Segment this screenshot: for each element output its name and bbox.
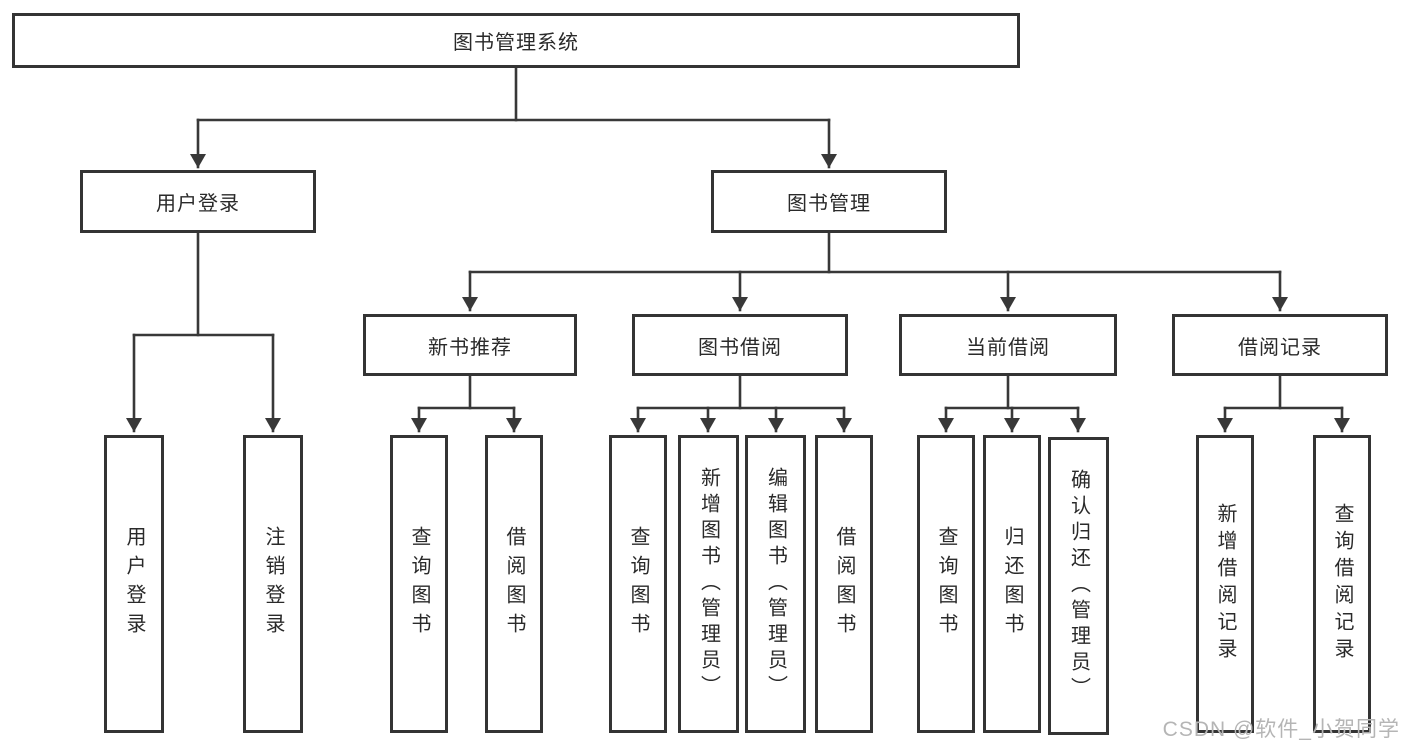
node-leaf-add-borrow-record: 新增借阅记录	[1196, 435, 1254, 733]
node-leaf-add-books-admin: 新增图书（管理员）	[678, 435, 739, 733]
node-leaf-user-login: 用户登录	[104, 435, 164, 733]
node-leaf-search-books-borrowing: 查询图书	[609, 435, 667, 733]
node-leaf-return-books-label: 归还图书	[1001, 526, 1023, 642]
node-leaf-logout-label: 注销登录	[262, 526, 284, 642]
node-library-system-label: 图书管理系统	[453, 32, 579, 54]
watermark: CSDN @软件_小贺同学	[1162, 718, 1400, 741]
node-current-borrowing-label: 当前借阅	[966, 336, 1050, 359]
node-leaf-confirm-return-admin: 确认归还（管理员）	[1048, 437, 1109, 735]
node-book-borrowing: 图书借阅	[632, 314, 848, 376]
node-library-system: 图书管理系统	[12, 13, 1020, 68]
node-leaf-search-borrow-record: 查询借阅记录	[1313, 435, 1371, 733]
node-leaf-return-books: 归还图书	[983, 435, 1041, 733]
node-leaf-search-books-recommend: 查询图书	[390, 435, 448, 733]
node-leaf-borrow-books-recommend: 借阅图书	[485, 435, 543, 733]
node-new-book-recommend: 新书推荐	[363, 314, 577, 376]
node-leaf-add-borrow-record-label: 新增借阅记录	[1214, 503, 1236, 665]
node-leaf-user-login-label: 用户登录	[123, 526, 145, 642]
node-borrowing-records: 借阅记录	[1172, 314, 1388, 376]
node-user-login-label: 用户登录	[156, 193, 240, 215]
node-leaf-logout: 注销登录	[243, 435, 303, 733]
node-leaf-search-borrow-record-label: 查询借阅记录	[1331, 503, 1353, 665]
node-leaf-edit-books-admin: 编辑图书（管理员）	[745, 435, 806, 733]
node-current-borrowing: 当前借阅	[899, 314, 1117, 376]
node-leaf-search-books-current-label: 查询图书	[935, 526, 957, 642]
node-book-management: 图书管理	[711, 170, 947, 233]
node-leaf-borrow-books-borrowing: 借阅图书	[815, 435, 873, 733]
node-leaf-search-books-recommend-label: 查询图书	[408, 526, 430, 642]
node-leaf-search-books-borrowing-label: 查询图书	[627, 526, 649, 642]
node-leaf-borrow-books-recommend-label: 借阅图书	[503, 526, 525, 642]
node-book-management-label: 图书管理	[787, 193, 871, 215]
node-leaf-add-books-admin-label: 新增图书（管理员）	[697, 467, 720, 701]
node-leaf-search-books-current: 查询图书	[917, 435, 975, 733]
node-leaf-confirm-return-admin-label: 确认归还（管理员）	[1067, 469, 1090, 703]
node-leaf-borrow-books-borrowing-label: 借阅图书	[833, 526, 855, 642]
node-leaf-edit-books-admin-label: 编辑图书（管理员）	[764, 467, 787, 701]
node-user-login: 用户登录	[80, 170, 316, 233]
node-book-borrowing-label: 图书借阅	[698, 336, 782, 359]
node-new-book-recommend-label: 新书推荐	[428, 336, 512, 359]
node-borrowing-records-label: 借阅记录	[1238, 336, 1322, 359]
